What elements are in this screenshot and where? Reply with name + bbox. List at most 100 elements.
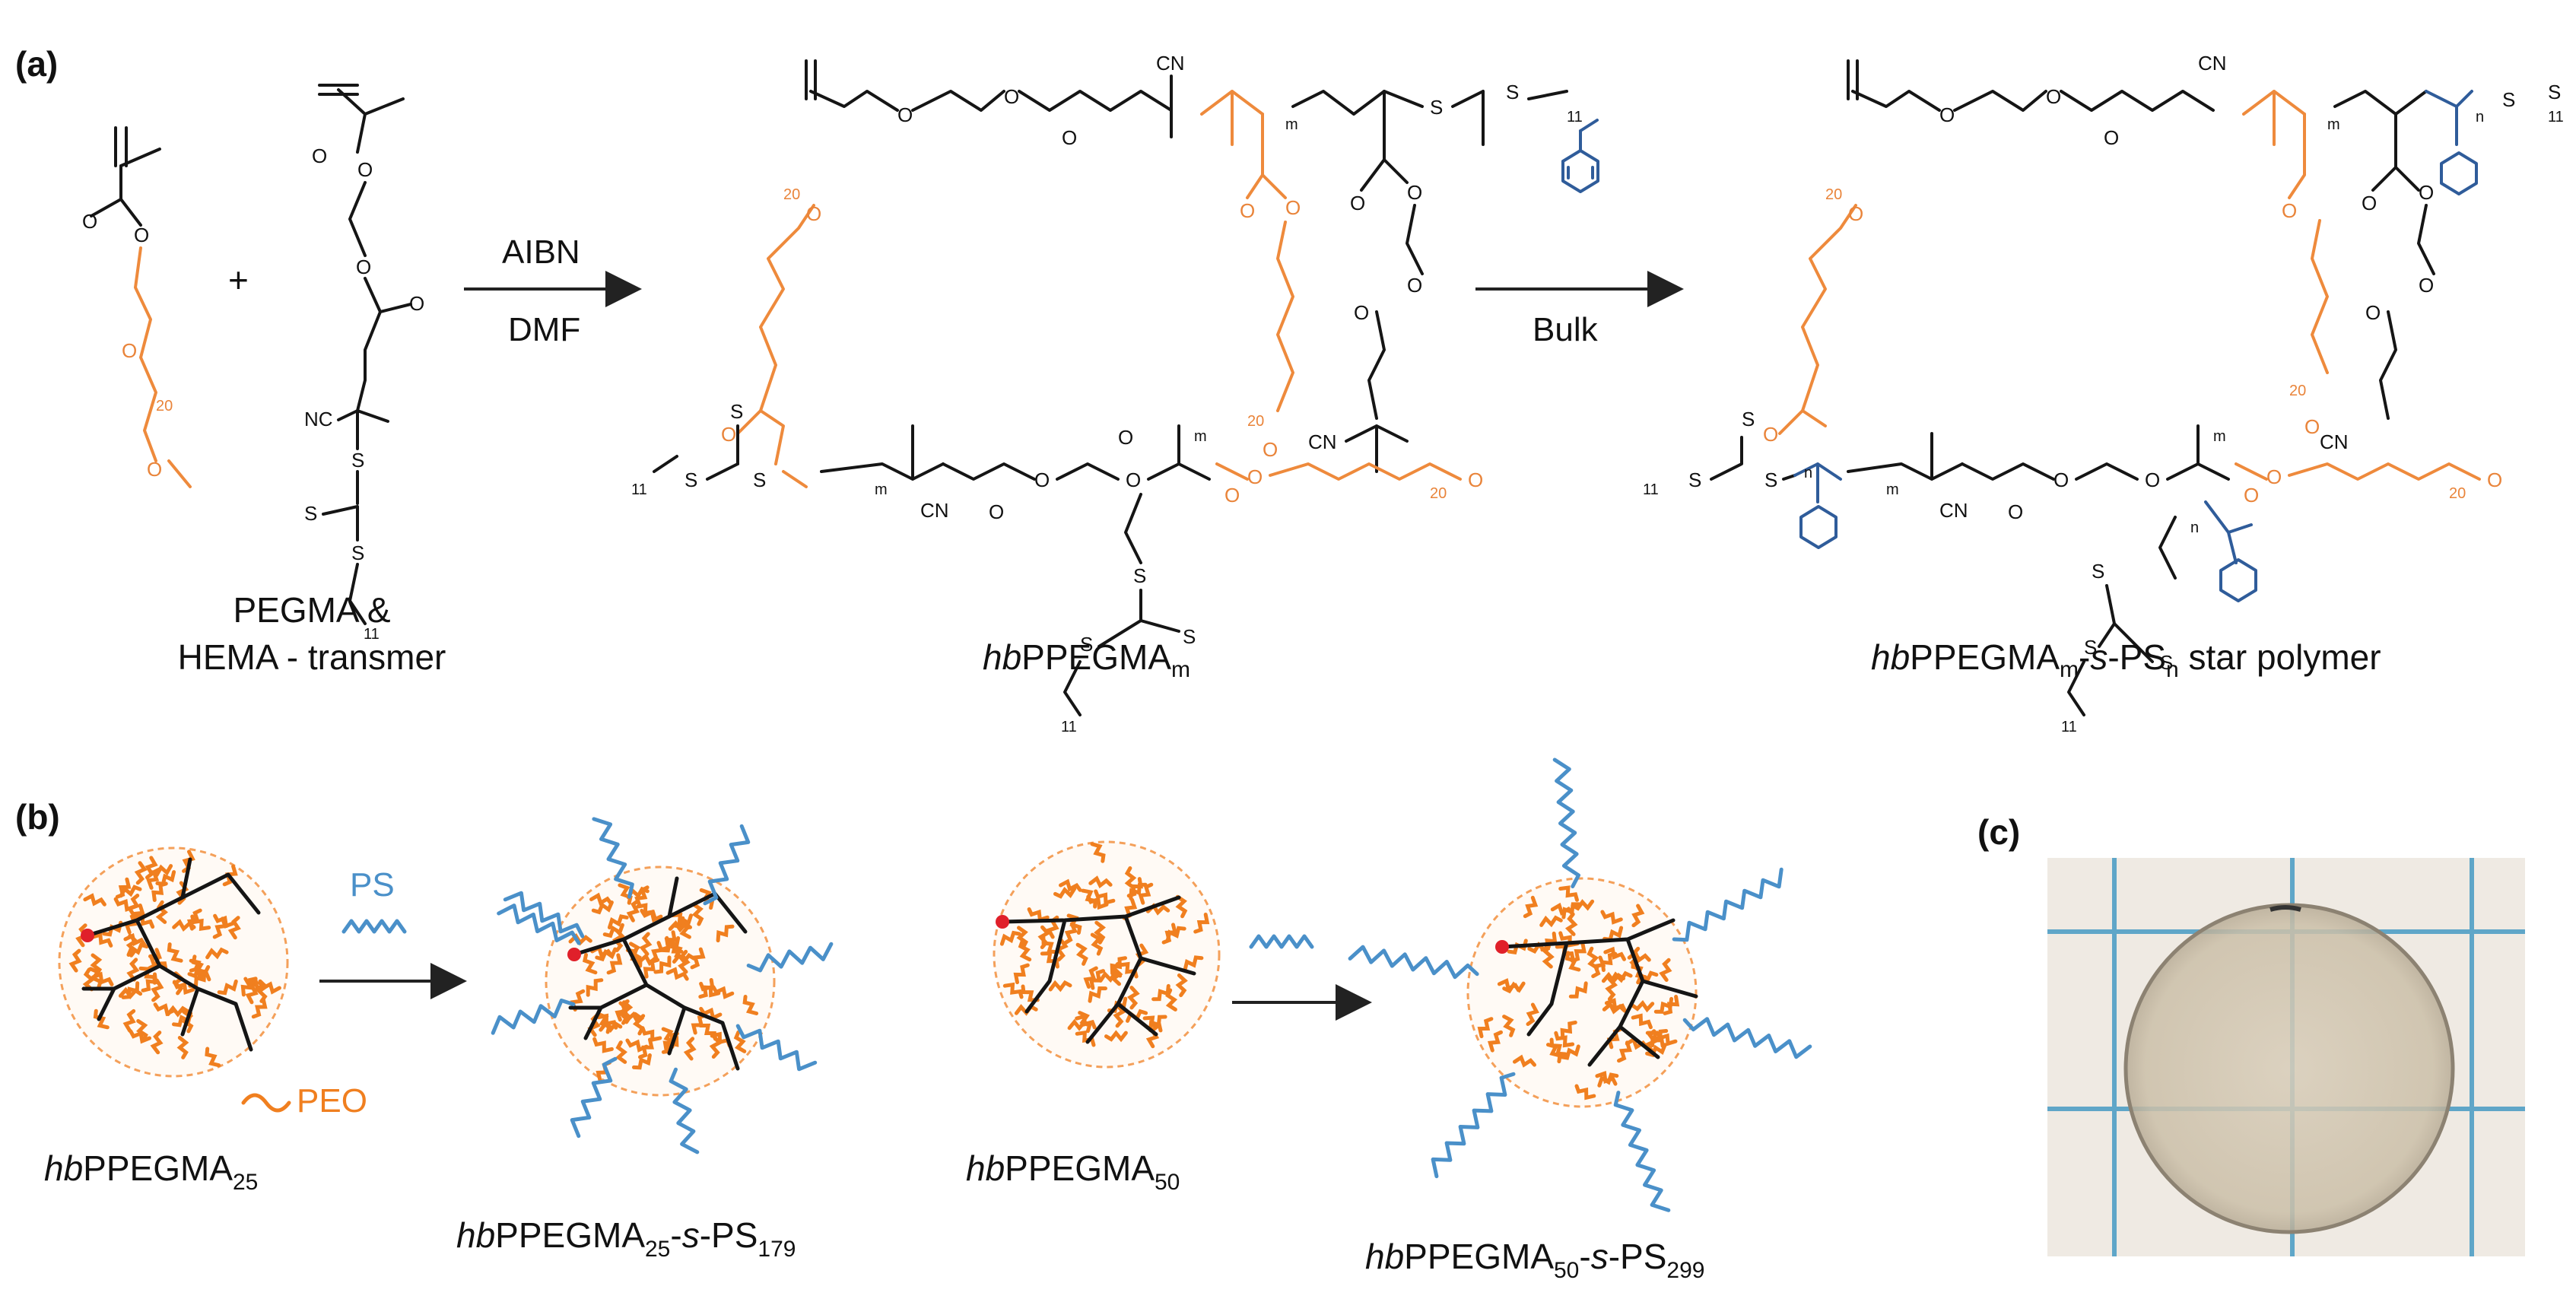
peo-chain: [643, 958, 660, 979]
svg-text:O: O: [1062, 126, 1077, 149]
peo-chain: [1018, 939, 1032, 962]
svg-text:O: O: [2487, 468, 2502, 491]
peo-chain: [191, 954, 207, 977]
ps-chain: [570, 1056, 618, 1139]
svg-text:n: n: [2476, 109, 2484, 125]
svg-text:O: O: [806, 202, 821, 225]
svg-text:O: O: [721, 423, 736, 446]
peo-chain: [245, 980, 259, 1005]
film-photo: [2047, 858, 2525, 1256]
reagent-aibn: AIBN: [502, 233, 580, 271]
svg-text:O: O: [2282, 199, 2297, 222]
svg-text:20: 20: [156, 398, 173, 414]
peo-chain: [213, 913, 236, 929]
peo-chain: [1526, 1002, 1539, 1026]
svg-text:S: S: [2502, 88, 2515, 111]
peo-chain: [122, 1008, 136, 1033]
peo-chain: [1124, 866, 1137, 890]
peo-chain: [621, 1011, 646, 1024]
caption-hbppegma: hbPPEGMAm: [983, 637, 1190, 682]
ps-chain: [735, 1024, 818, 1072]
peo-chain: [1477, 1017, 1494, 1039]
svg-text:S: S: [1133, 564, 1146, 587]
ps-legend-icon: [341, 919, 407, 934]
svg-text:O: O: [1350, 192, 1365, 214]
svg-text:S: S: [1688, 468, 1701, 491]
peo-chain: [1094, 889, 1116, 905]
initiator-dot: [81, 929, 94, 942]
svg-text:CN: CN: [920, 499, 949, 522]
peo-chain: [1631, 1013, 1653, 1030]
peo-chain: [124, 912, 139, 935]
svg-text:m: m: [1194, 428, 1207, 445]
peo-chain: [1081, 888, 1097, 909]
peo-chain: [1597, 1072, 1619, 1088]
peo-chain: [1659, 958, 1672, 982]
peo-chain: [1059, 878, 1082, 892]
svg-text:S: S: [2548, 81, 2561, 103]
svg-text:O: O: [1468, 468, 1483, 491]
peo-chain: [1037, 925, 1051, 949]
ps-chain: [669, 1067, 700, 1154]
peo-chain: [167, 942, 183, 963]
svg-text:O: O: [122, 339, 137, 362]
svg-text:CN: CN: [2198, 52, 2227, 75]
peo-chain: [1165, 926, 1186, 942]
pegma-monomer-structure: O O O 20 O: [82, 126, 192, 488]
peo-legend-icon: [241, 1093, 291, 1113]
peo-chain: [698, 978, 715, 999]
svg-text:O: O: [1407, 181, 1422, 204]
peo-chain: [227, 916, 241, 940]
peo-chain: [699, 1006, 723, 1021]
panel-label-c: (c): [1977, 812, 2020, 852]
svg-text:O: O: [2362, 192, 2377, 214]
peo-chain: [1587, 946, 1599, 970]
svg-text:11: 11: [1061, 719, 1077, 735]
peo-chain: [1650, 1029, 1669, 1047]
peo-chain: [126, 958, 140, 982]
svg-text:O: O: [1224, 484, 1240, 507]
svg-text:O: O: [1848, 202, 1863, 225]
peo-chain: [1560, 1020, 1577, 1040]
peo-chain: [126, 894, 140, 917]
peo-chain: [119, 885, 142, 898]
peo-chain: [1497, 978, 1520, 993]
peo-chain: [1539, 915, 1563, 928]
hbppegma-structure: O O O CN m S S 11 O O O O 20 O O O CN O …: [631, 52, 1583, 735]
peo-chain: [1138, 882, 1154, 905]
ps-chain: [703, 824, 751, 906]
peo-chain: [136, 1019, 148, 1043]
hbppegma25-s-ps179-star: [491, 817, 834, 1154]
peo-chain: [640, 908, 663, 923]
peo-chain: [639, 932, 653, 956]
plus-sign: +: [228, 260, 249, 300]
peo-chain: [1564, 951, 1581, 972]
peo-chain: [618, 883, 633, 905]
peo-chain: [1542, 945, 1555, 969]
peo-chain: [256, 979, 269, 1003]
svg-text:O: O: [897, 103, 913, 126]
svg-text:O: O: [147, 458, 162, 481]
peo-chain: [1098, 970, 1123, 983]
peo-chain: [1175, 973, 1188, 998]
peo-chain: [146, 867, 161, 890]
svg-text:S: S: [684, 468, 697, 491]
label-hbppegma50-s-ps299: hbPPEGMA50-s-PS299: [1365, 1237, 1704, 1283]
peo-chain: [596, 1012, 611, 1034]
peo-chain: [742, 995, 759, 1015]
peo-chain: [82, 967, 95, 992]
peo-chain: [716, 924, 735, 943]
svg-text:20: 20: [2289, 383, 2306, 399]
svg-text:S: S: [1742, 408, 1755, 430]
peo-chain: [243, 977, 267, 992]
svg-text:O: O: [1407, 274, 1422, 297]
svg-text:O: O: [1939, 103, 1955, 126]
ps-chain: [592, 817, 634, 899]
svg-text:20: 20: [1247, 413, 1264, 430]
svg-text:m: m: [2327, 116, 2340, 133]
peo-chain: [68, 948, 82, 973]
svg-text:CN: CN: [2320, 430, 2349, 453]
svg-text:CN: CN: [1308, 430, 1337, 453]
peo-chain: [1165, 988, 1178, 1012]
